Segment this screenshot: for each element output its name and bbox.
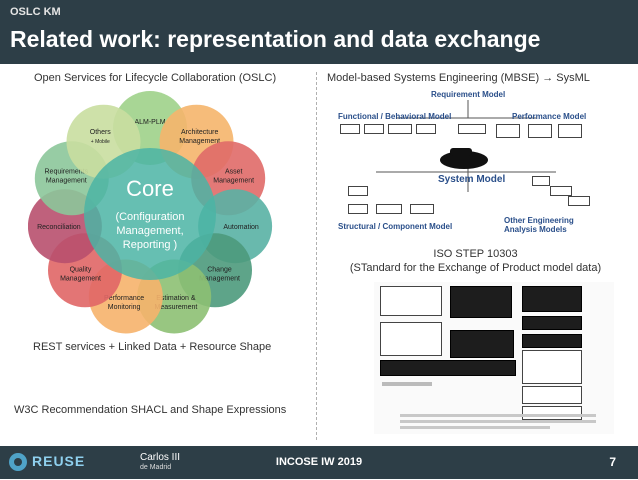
- step-box-dark: [450, 286, 512, 318]
- petal-label: Automation: [223, 224, 259, 231]
- mbse-box: [458, 124, 486, 134]
- mbse-box: [416, 124, 436, 134]
- mbse-requirement-label: Requirement Model: [431, 90, 506, 99]
- step-box-dark: [380, 360, 516, 376]
- step-subtitle: (STandard for the Exchange of Product mo…: [349, 262, 602, 274]
- mbse-subtitle: Model-based Systems Engineering (MBSE) →…: [327, 72, 590, 84]
- step-box-dark: [522, 334, 582, 348]
- mbse-box: [496, 124, 520, 138]
- step-box-dark: [522, 286, 582, 312]
- mbse-box: [568, 196, 590, 206]
- mbse-box: [558, 124, 582, 138]
- step-caption-line: [400, 414, 596, 417]
- step-caption-line: [400, 420, 596, 423]
- mbse-system-label: System Model: [438, 174, 506, 185]
- shacl-text: W3C Recommendation SHACL and Shape Expre…: [14, 404, 287, 416]
- slide-header: OSLC KM Related work: representation and…: [0, 0, 638, 64]
- reuse-logo-text: REUSE: [32, 453, 86, 469]
- slide-kicker: OSLC KM: [10, 6, 61, 18]
- mbse-structural-label: Structural / Component Model: [338, 222, 453, 231]
- petal-label: Others+ Mobile: [90, 129, 112, 145]
- mbse-box: [532, 176, 550, 186]
- column-divider: [316, 72, 317, 440]
- step-box-dark: [450, 330, 514, 358]
- step-box: [380, 286, 442, 316]
- step-box: [522, 350, 582, 384]
- step-box: [522, 386, 582, 404]
- mbse-box: [364, 124, 384, 134]
- mbse-box: [528, 124, 552, 138]
- step-caption-line: [400, 426, 550, 429]
- uc3m-logo: Carlos III de Madrid: [100, 450, 210, 475]
- core-circle: [84, 148, 216, 280]
- uc3m-logo-text: Carlos III: [140, 452, 181, 463]
- page-number: 7: [609, 455, 616, 469]
- mbse-other-label: Other Engineering Analysis Models: [504, 216, 574, 234]
- petal-label: Estimation &Measurement: [155, 295, 198, 311]
- step-box: [522, 406, 582, 420]
- mbse-box: [376, 204, 402, 214]
- core-line-2: Management,: [116, 225, 183, 237]
- step-box-dark: [522, 316, 582, 330]
- petal-label: Reconciliation: [37, 224, 81, 231]
- slide-footer: REUSE Carlos III de Madrid INCOSE IW 201…: [0, 446, 638, 479]
- slide-title: Related work: representation and data ex…: [10, 26, 541, 52]
- mbse-box: [340, 124, 360, 134]
- mbse-box: [550, 186, 572, 196]
- rest-services-text: REST services + Linked Data + Resource S…: [33, 341, 272, 353]
- mbse-diagram: Requirement Model Functional / Behaviora…: [336, 90, 600, 236]
- step-title: ISO STEP 10303: [433, 248, 518, 260]
- mbse-box: [348, 204, 368, 214]
- mbse-performance-label: Performance Model: [512, 112, 587, 121]
- step-caption-line: [382, 382, 432, 386]
- oslc-subtitle: Open Services for Lifecycle Collaboratio…: [34, 72, 277, 84]
- mbse-box: [388, 124, 412, 134]
- mbse-box: [348, 186, 368, 196]
- mbse-functional-label: Functional / Behavioral Model: [338, 112, 452, 121]
- petal-label: ALM-PLM: [134, 119, 165, 126]
- core-title: Core: [126, 176, 174, 201]
- mbse-box: [410, 204, 434, 214]
- uc3m-logo-subtext: de Madrid: [140, 464, 172, 471]
- reuse-logo: REUSE: [6, 450, 84, 475]
- footer-event: INCOSE IW 2019: [275, 456, 363, 468]
- step-diagram: [374, 282, 614, 434]
- core-line-3: Reporting ): [123, 239, 177, 251]
- core-line-1: (Configuration: [115, 211, 184, 223]
- step-box: [380, 322, 442, 356]
